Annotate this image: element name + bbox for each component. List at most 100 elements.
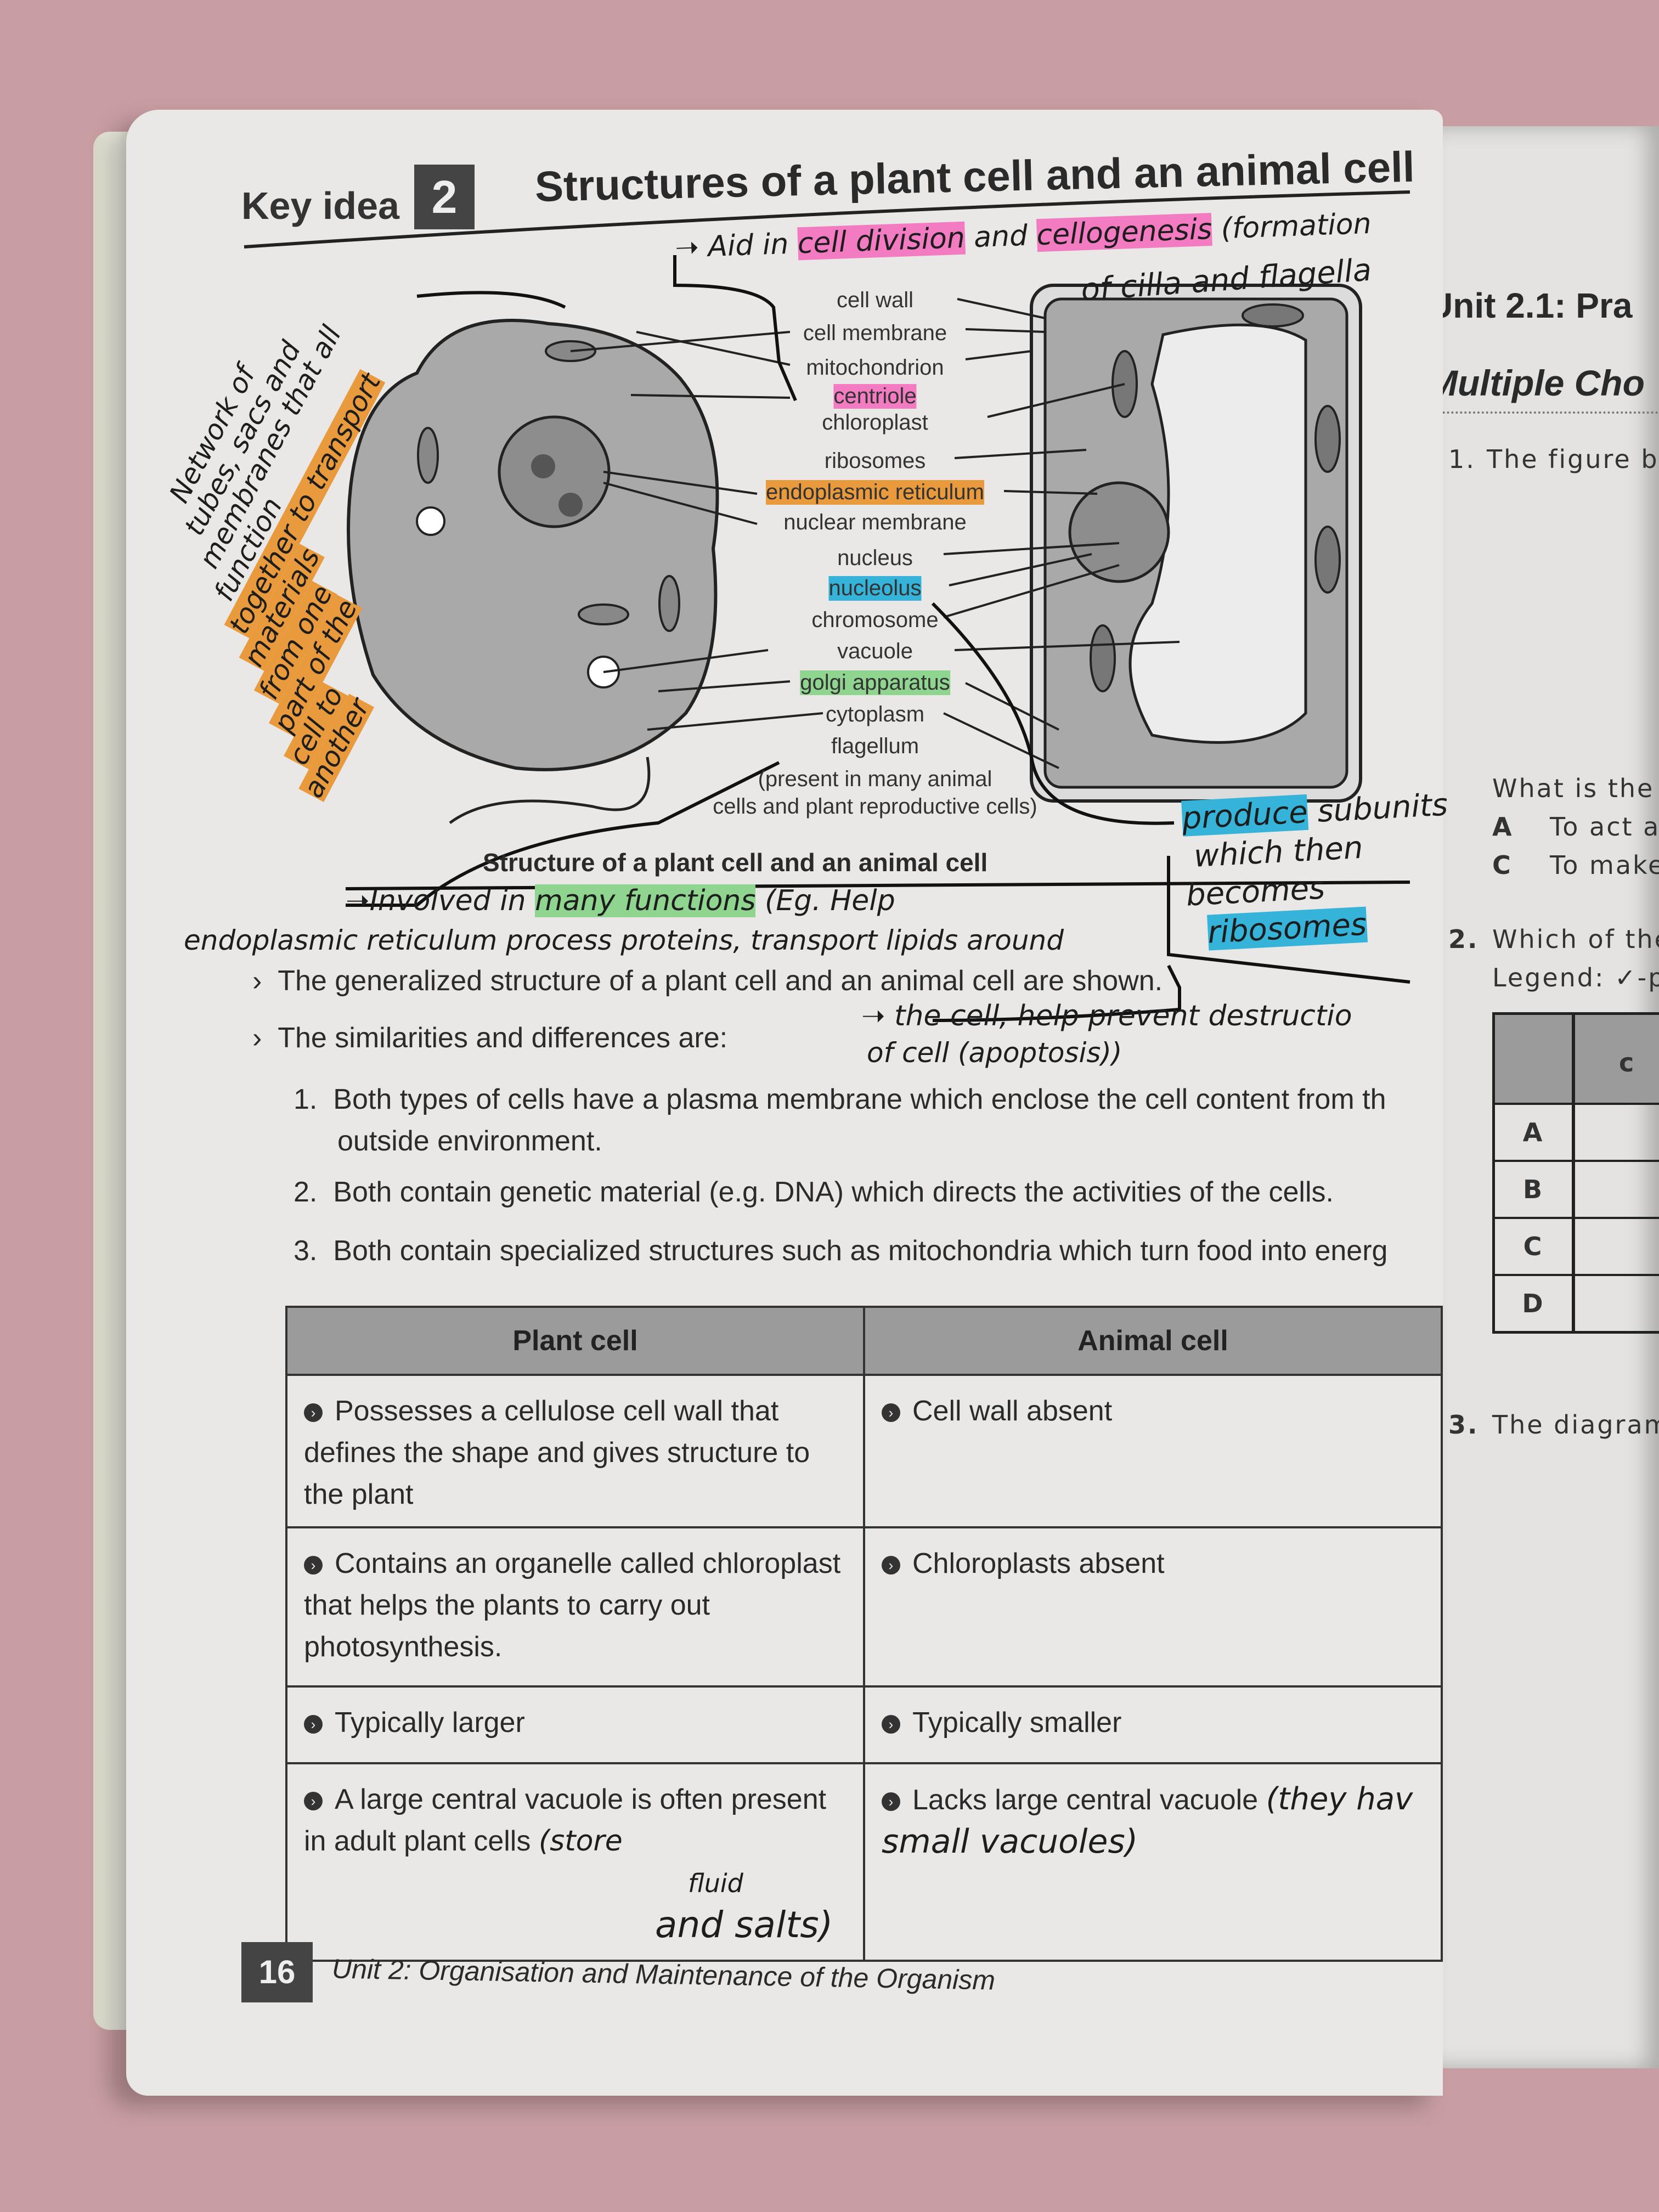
arrow-bullet-icon: › bbox=[304, 1715, 323, 1734]
bullet-2: › The similarities and differences are: bbox=[252, 1022, 727, 1054]
unit-title: Unit 2.1: Pra bbox=[1427, 286, 1633, 325]
golgi-annotation-4: of cell (apoptosis)) bbox=[867, 1037, 1122, 1069]
annotation-text: and bbox=[973, 219, 1029, 255]
diagram-label: endoplasmic reticulum bbox=[766, 480, 984, 505]
q2-number: 2. bbox=[1448, 924, 1479, 954]
legend: Legend: ✓-p bbox=[1492, 963, 1659, 992]
item-text: Both types of cells have a plasma membra… bbox=[333, 1084, 1386, 1115]
annotation-text: subunits bbox=[1316, 787, 1449, 830]
arrow-bullet-icon: › bbox=[882, 1792, 900, 1812]
annotation-text: (formation bbox=[1220, 207, 1372, 246]
q1-text: The figure be bbox=[1487, 444, 1659, 474]
chevron-right-icon: › bbox=[252, 1022, 278, 1054]
bullet-text: The generalized structure of a plant cel… bbox=[278, 965, 1163, 997]
diagram-label: cells and plant reproductive cells) bbox=[713, 794, 1037, 819]
item-number: 1. bbox=[294, 1084, 318, 1115]
answer-row: B bbox=[1495, 1160, 1659, 1217]
bullet-text: The similarities and differences are: bbox=[278, 1022, 728, 1054]
arrow-bullet-icon: › bbox=[304, 1403, 323, 1423]
animal-vacuole-note-1: (they hav bbox=[1266, 1781, 1413, 1817]
annotation-highlight: produce bbox=[1181, 794, 1309, 837]
cell-text: Typically larger bbox=[335, 1707, 525, 1739]
golgi-annotation-1: ➝Involved in many functions (Eg. Help bbox=[346, 884, 895, 917]
arrow-bullet-icon: › bbox=[882, 1715, 900, 1734]
cell-text: Cell wall absent bbox=[912, 1395, 1113, 1427]
table-row: › Contains an organelle called chloroplas… bbox=[285, 1526, 1443, 1688]
answer-letter: D bbox=[1495, 1276, 1575, 1331]
q3-number: 3. bbox=[1448, 1410, 1479, 1440]
table-row: › Typically larger ›Typically smaller bbox=[285, 1685, 1443, 1764]
key-idea-number: 2 bbox=[414, 165, 475, 229]
annotation-text: the cell, help prevent destructio bbox=[894, 1000, 1352, 1032]
arrow-icon: ➝ bbox=[346, 884, 370, 917]
animal-cell bbox=[347, 319, 719, 825]
q1-stem: What is the fu bbox=[1492, 774, 1659, 803]
diagram-label: ribosomes bbox=[824, 449, 926, 473]
page-number: 16 bbox=[241, 1942, 313, 2002]
plant-cell-cell: ›A large central vacuole is often presen… bbox=[285, 1762, 865, 1962]
cell-text: Chloroplasts absent bbox=[912, 1548, 1165, 1579]
diagram-label: cell wall bbox=[836, 288, 914, 312]
arrow-bullet-icon: › bbox=[882, 1403, 900, 1423]
option-a: To act as bbox=[1550, 812, 1659, 842]
answer-row: D bbox=[1495, 1274, 1659, 1331]
annotation-highlight: many functions bbox=[535, 884, 756, 917]
animal-cell-cell: › Lacks large central vacuole (they hav sm… bbox=[863, 1762, 1443, 1962]
divider bbox=[1421, 411, 1659, 414]
key-idea-label: Key idea bbox=[241, 184, 399, 227]
answer-row: C bbox=[1495, 1217, 1659, 1274]
numbered-item-1: 1. Both types of cells have a plasma mem… bbox=[294, 1079, 1386, 1162]
animal-cell-cell: › Cell wall absent bbox=[863, 1374, 1443, 1528]
diagram-label: vacuole bbox=[837, 639, 913, 663]
diagram-label: chloroplast bbox=[822, 410, 928, 435]
answer-row: A bbox=[1495, 1103, 1659, 1160]
annotation-text: (Eg. Help bbox=[764, 884, 895, 917]
annotation-text: becomes bbox=[1185, 870, 1326, 913]
diagram-label: mitochondrion bbox=[806, 356, 944, 380]
header-animal-cell: Animal cell bbox=[863, 1306, 1443, 1376]
cell-text: Lacks large central vacuole bbox=[912, 1784, 1259, 1816]
q1-number: 1. bbox=[1448, 444, 1476, 474]
option-c-letter: C bbox=[1492, 850, 1513, 880]
vacuole-note-2: fluid bbox=[688, 1869, 743, 1898]
answer-letter: B bbox=[1495, 1162, 1575, 1217]
diagram-label: golgi apparatus bbox=[800, 670, 950, 695]
vacuole-note-1: (store bbox=[538, 1825, 623, 1858]
cell-text: Contains an organelle called chloroplast… bbox=[304, 1548, 841, 1663]
annotation-highlight: ribosomes bbox=[1206, 906, 1368, 951]
table-row: › A large central vacuole is often presen… bbox=[285, 1762, 1443, 1962]
cell-text: A large central vacuole is often present… bbox=[304, 1784, 827, 1857]
arrow-icon: ➝ bbox=[674, 230, 699, 265]
diagram-label: cytoplasm bbox=[825, 702, 925, 726]
golgi-annotation-3: ➝ the cell, help prevent destructio bbox=[861, 1000, 1352, 1032]
plant-cell bbox=[1030, 284, 1362, 803]
arrow-bullet-icon: › bbox=[882, 1556, 900, 1575]
diagram-label: nuclear membrane bbox=[783, 510, 967, 534]
answer-letter: C bbox=[1495, 1219, 1575, 1274]
diagram-label: nucleolus bbox=[828, 576, 922, 601]
label-leader-lines bbox=[570, 298, 1180, 769]
diagram-label: flagellum bbox=[831, 734, 919, 758]
item-number: 3. bbox=[294, 1235, 318, 1267]
golgi-annotation-2: endoplasmic reticulum process proteins, … bbox=[184, 924, 1064, 956]
item-text: Both contain specialized structures such… bbox=[333, 1235, 1388, 1267]
section-title: Multiple Cho bbox=[1427, 363, 1645, 403]
animal-cell-cell: › Chloroplasts absent bbox=[863, 1526, 1443, 1688]
numbered-item-3: 3. Both contain specialized structures s… bbox=[294, 1234, 1387, 1267]
plant-cell-cell: ›Contains an organelle called chloroplas… bbox=[285, 1526, 865, 1688]
answer-table-header: c bbox=[1619, 1048, 1636, 1077]
diagram-label: centriole bbox=[833, 384, 917, 409]
plant-cell-cell: ›Possesses a cellulose cell wall that de… bbox=[285, 1374, 865, 1528]
animal-vacuole-note-2: small vacuoles) bbox=[882, 1822, 1138, 1861]
item-number: 2. bbox=[294, 1176, 318, 1208]
vacuole-note-3: and salts) bbox=[655, 1904, 833, 1946]
chevron-right-icon: › bbox=[252, 965, 278, 997]
animal-cell-cell: ›Typically smaller bbox=[863, 1685, 1443, 1764]
answer-letter: A bbox=[1495, 1105, 1575, 1160]
table-row: ›Possesses a cellulose cell wall that de… bbox=[285, 1374, 1443, 1528]
item-text: Both contain genetic material (e.g. DNA)… bbox=[333, 1176, 1334, 1208]
annotation-arrows bbox=[345, 255, 1410, 1022]
comparison-table: Plant cell Animal cell ›Possesses a cell… bbox=[285, 1306, 1443, 1962]
